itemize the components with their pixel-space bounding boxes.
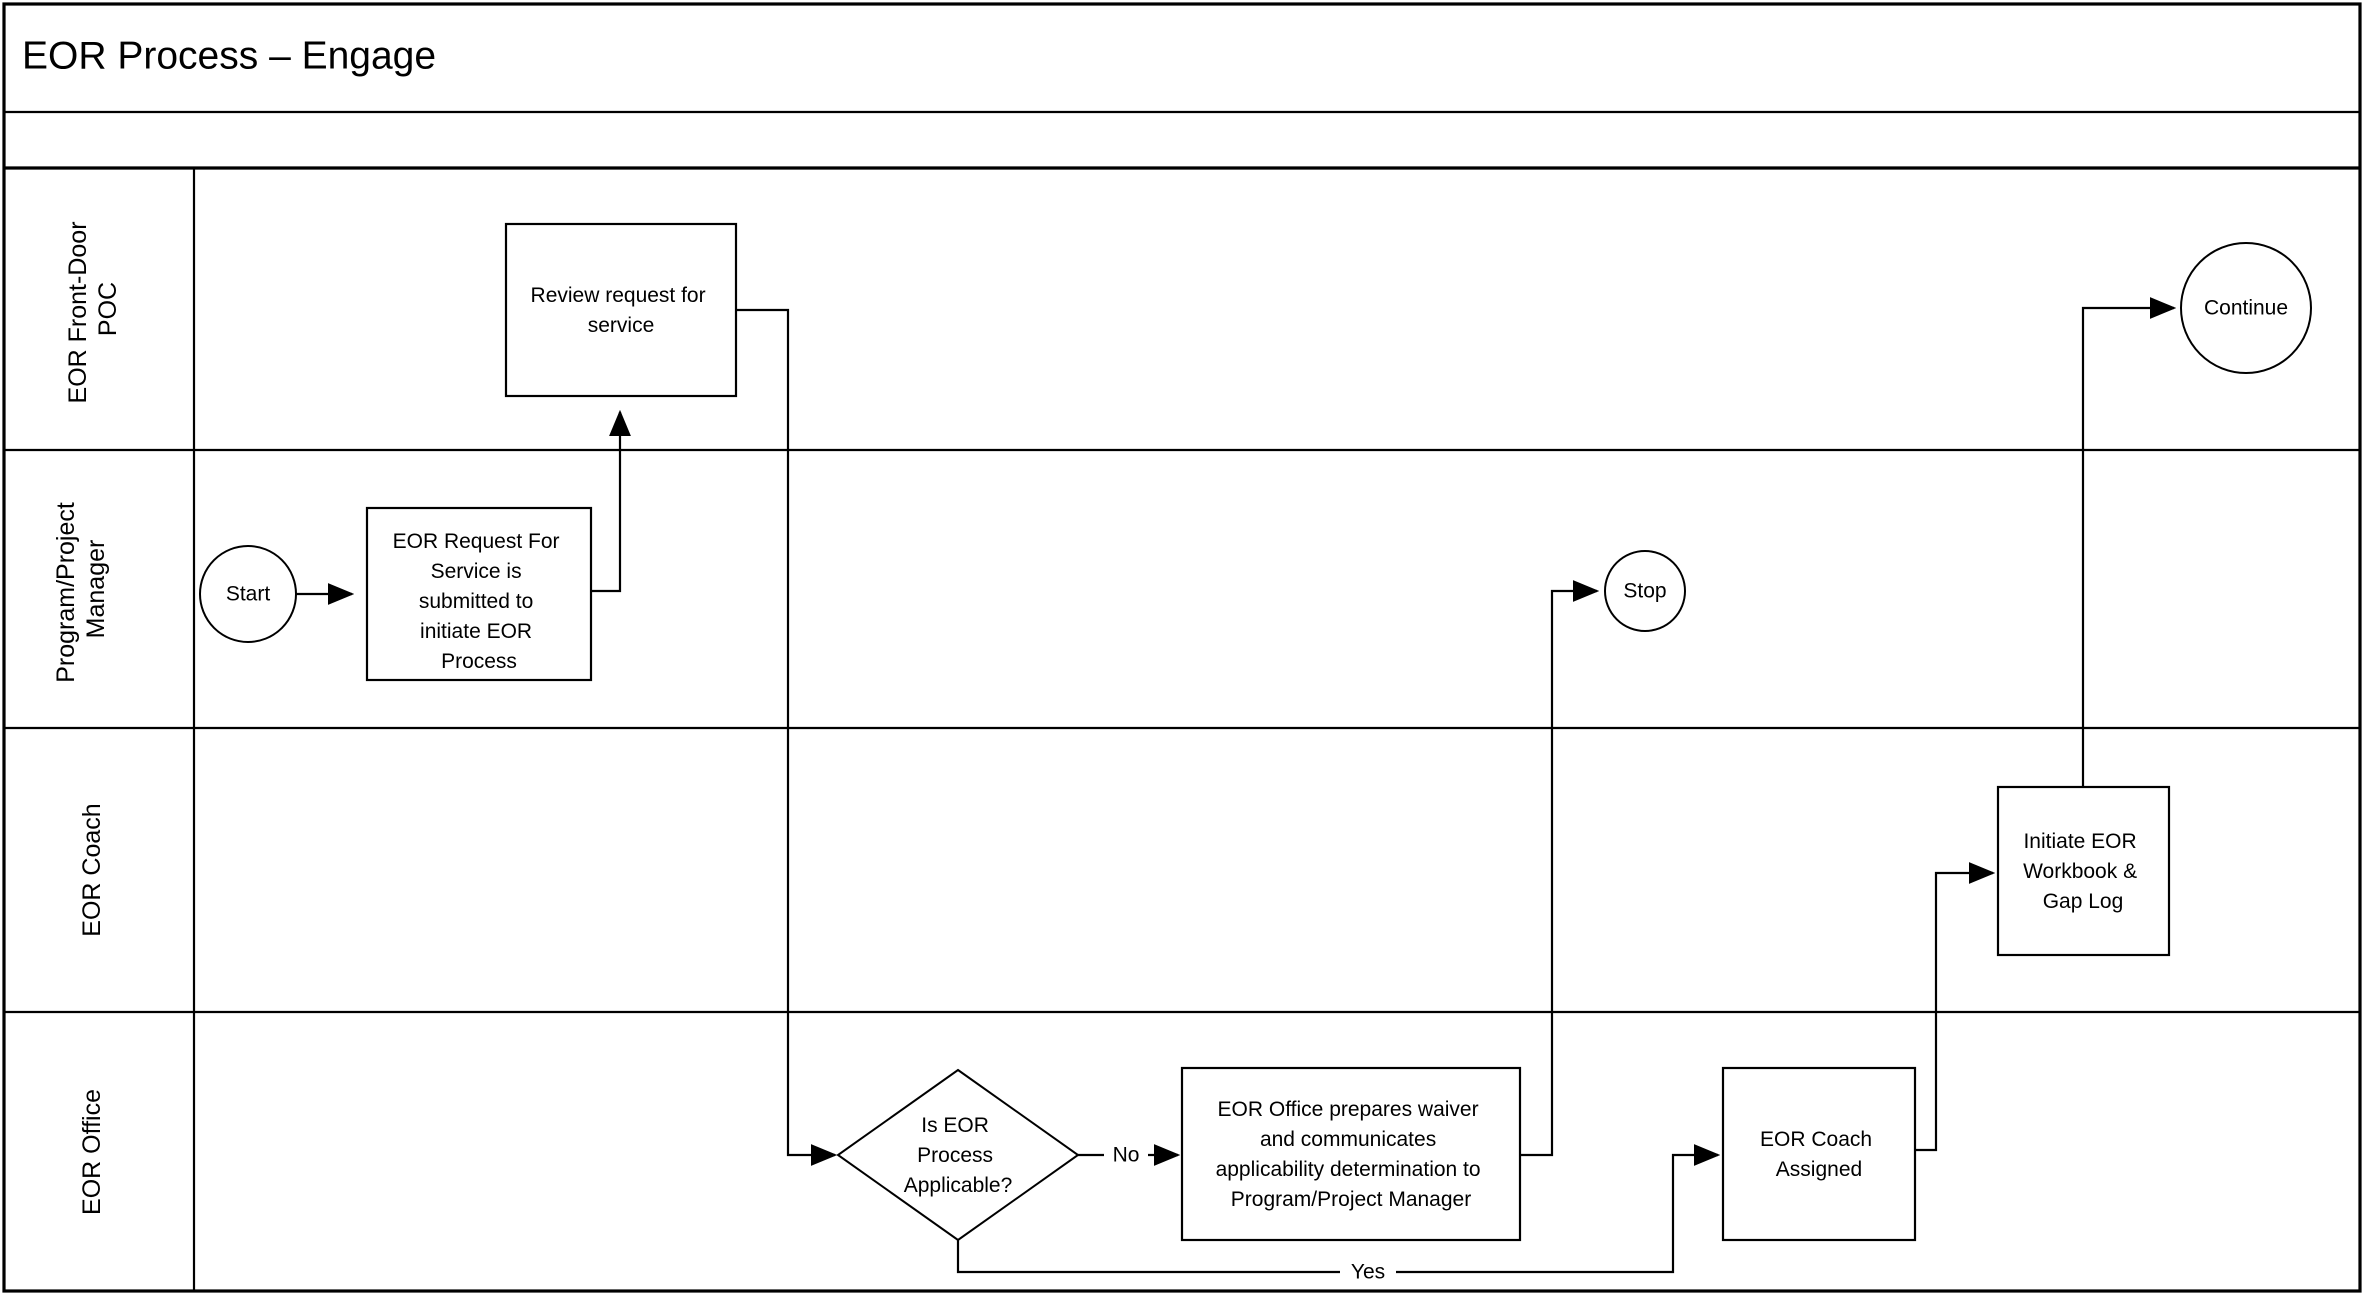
svg-text:Review request for servi: Review request for service — [531, 284, 712, 337]
page-title: EOR Process – Engage — [22, 34, 436, 77]
edge-label-yes: Yes — [1340, 1257, 1396, 1287]
node-continue[interactable]: Continue — [2180, 242, 2312, 374]
lane-label-line: Manager — [82, 540, 110, 639]
node-continue-label: Continue — [2204, 297, 2288, 320]
edge-review-request-to-decision — [736, 308, 838, 1166]
lane-label-line: POC — [94, 282, 122, 336]
edge-decision-yes-to-coach-assigned — [956, 1144, 1721, 1274]
svg-text:EOR Front-Door POC: EOR Front-Door POC — [64, 215, 122, 404]
lane-label-eor-coach: EOR Coach — [78, 803, 106, 936]
edge-eor-request-to-review-request — [591, 409, 631, 593]
node-line: service — [588, 314, 655, 337]
lane-label-eor-office: EOR Office — [78, 1089, 106, 1215]
node-line: Review request for — [531, 284, 706, 307]
node-line: Gap Log — [2043, 890, 2124, 913]
node-line: Is EOR — [921, 1114, 989, 1137]
node-line: Service is — [431, 560, 522, 583]
node-stop-label: Stop — [1623, 580, 1666, 603]
svg-text:Program/Project Manager: Program/Project Manager — [52, 495, 110, 683]
svg-text:EOR Office: EOR Office — [78, 1089, 106, 1215]
node-line: EOR Request For — [393, 530, 560, 553]
svg-text:EOR Coach Assigned: EOR Coach Assigned — [1760, 1128, 1878, 1181]
node-initiate-eor-workbook[interactable]: Initiate EOR Workbook & Gap Log — [1996, 785, 2171, 957]
svg-text:No: No — [1113, 1144, 1140, 1167]
node-eor-request-for-service[interactable]: EOR Request For Service is submitted to … — [365, 506, 593, 682]
node-line: applicability determination to — [1216, 1158, 1481, 1181]
svg-text:Is EOR Process App: Is EOR Process Applicable? — [904, 1114, 1013, 1197]
svg-text:Yes: Yes — [1351, 1261, 1385, 1284]
node-line: EOR Office prepares waiver — [1218, 1098, 1479, 1121]
node-start-label: Start — [226, 583, 271, 606]
node-line: Initiate EOR — [2023, 830, 2136, 853]
svg-text:EOR Office prepares waiver: EOR Office prepares waiver and communica… — [1216, 1098, 1487, 1211]
node-line: submitted to — [419, 590, 533, 613]
lane-label-program-project-manager: Program/Project Manager — [52, 495, 110, 683]
svg-text:Initiate EOR Workbook &: Initiate EOR Workbook & Gap Log — [2023, 830, 2143, 913]
node-line: Program/Project Manager — [1231, 1188, 1471, 1211]
node-line: and communicates — [1260, 1128, 1436, 1151]
node-eor-office-prepares-waiver[interactable]: EOR Office prepares waiver and communica… — [1180, 1066, 1522, 1242]
node-start[interactable]: Start — [199, 545, 297, 643]
node-is-eor-process-applicable[interactable]: Is EOR Process Applicable? — [836, 1068, 1080, 1242]
edge-waiver-to-stop — [1520, 580, 1600, 1157]
node-line: Workbook & — [2023, 860, 2137, 883]
edge-initiate-workbook-to-continue — [2081, 297, 2177, 787]
svg-text:EOR Coach: EOR Coach — [78, 803, 106, 936]
node-line: Assigned — [1776, 1158, 1862, 1181]
node-eor-coach-assigned[interactable]: EOR Coach Assigned — [1721, 1066, 1917, 1242]
node-line: initiate EOR — [420, 620, 532, 643]
lane-label-front-door-poc: EOR Front-Door POC — [64, 215, 122, 404]
lane-label-line: Program/Project — [52, 502, 80, 683]
node-line: EOR Coach — [1760, 1128, 1872, 1151]
node-stop[interactable]: Stop — [1604, 550, 1686, 632]
node-line: Process — [441, 650, 517, 673]
edge-coach-assigned-to-initiate-workbook — [1915, 862, 1996, 1152]
node-line: Applicable? — [904, 1174, 1013, 1197]
edge-label-no: No — [1104, 1140, 1148, 1170]
node-review-request-for-service[interactable]: Review request for service — [504, 222, 738, 398]
svg-text:EOR Request For Service: EOR Request For Service is submitted to … — [393, 530, 566, 673]
node-line: Process — [917, 1144, 993, 1167]
lane-label-line: EOR Front-Door — [64, 221, 92, 403]
